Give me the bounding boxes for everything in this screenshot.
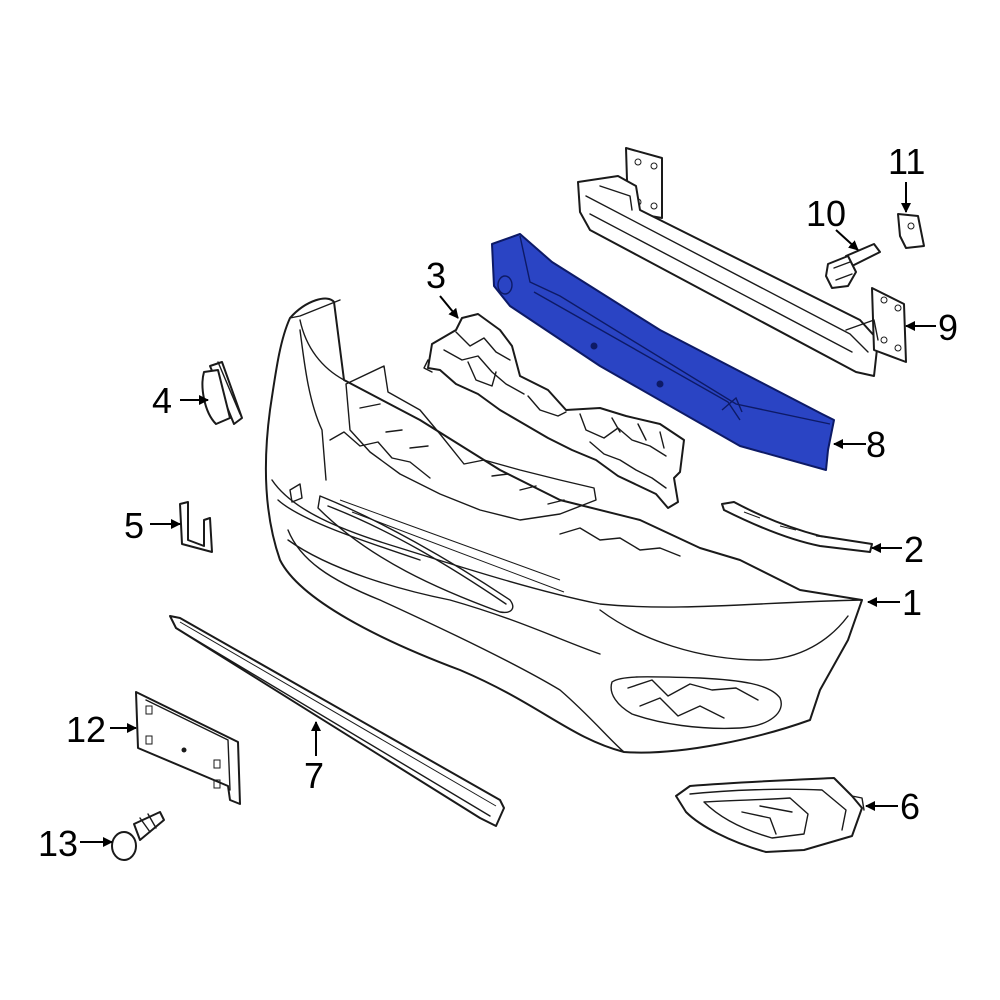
part-3-upper-bracket[interactable]	[423, 313, 685, 509]
callout-12: 12	[66, 709, 106, 750]
callout-9: 9	[938, 307, 958, 348]
part-2-molding-strip[interactable]	[721, 501, 873, 553]
part-7-spoiler-strip[interactable]	[169, 615, 505, 827]
callout-8: 8	[866, 424, 886, 465]
part-1-bumper-cover[interactable]	[264, 297, 863, 754]
leader-10	[835, 229, 859, 251]
callout-2: 2	[904, 529, 924, 570]
callout-1: 1	[902, 582, 922, 623]
callout-6: 6	[900, 786, 920, 827]
part-9-reinforcement-bar[interactable]	[577, 147, 907, 377]
part-6-fog-bezel[interactable]	[675, 777, 865, 853]
callout-13: 13	[38, 823, 78, 864]
leader-3	[439, 295, 459, 319]
callout-10: 10	[806, 193, 846, 234]
callout-5: 5	[124, 505, 144, 546]
callout-3: 3	[426, 255, 446, 296]
part-5-clip[interactable]	[179, 501, 213, 553]
callout-labels: 1 2 3 4 5 6 7 8 9 10 11 12 13	[38, 141, 958, 864]
part-10-bolt[interactable]	[825, 243, 881, 289]
part-13-push-pin[interactable]	[111, 811, 165, 861]
part-8-energy-absorber[interactable]	[491, 233, 835, 471]
part-4-side-cover[interactable]	[201, 361, 243, 425]
callout-4: 4	[152, 380, 172, 421]
callout-11: 11	[888, 141, 925, 182]
part-11-clip-nut[interactable]	[897, 213, 925, 249]
leader-lines	[80, 182, 936, 847]
part-12-license-bracket[interactable]	[135, 691, 241, 805]
callout-7: 7	[304, 755, 324, 796]
